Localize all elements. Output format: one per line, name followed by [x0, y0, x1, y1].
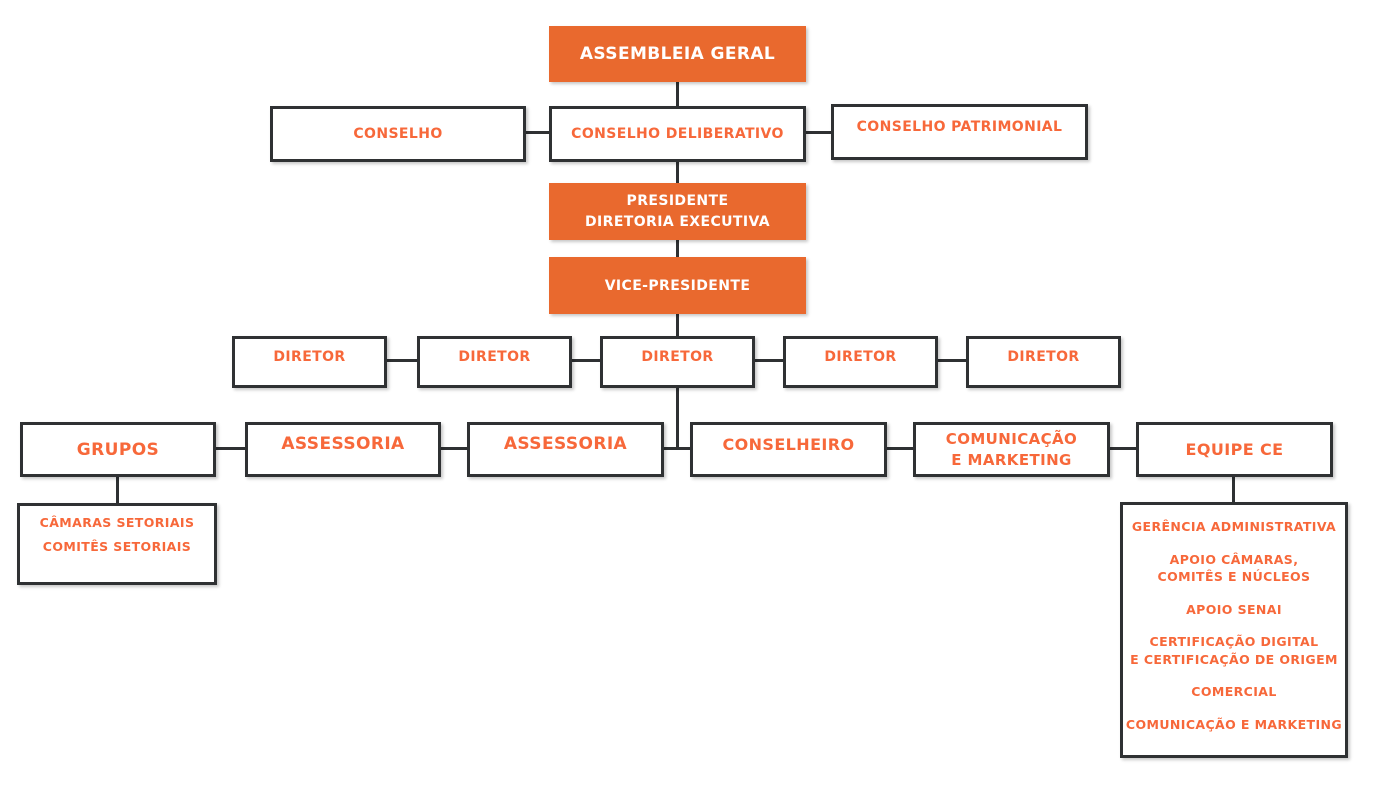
connector-assessoria1-assessoria2 [441, 447, 467, 450]
connector-diretor-row6 [676, 388, 679, 450]
connector-assembleia-deliberativo [676, 82, 679, 106]
node-grupos: GRUPOS [20, 422, 216, 477]
node-label-line1: PRESIDENTE [626, 192, 729, 209]
node-label: ASSESSORIA [281, 434, 405, 454]
node-vice-presidente: VICE-PRESIDENTE [549, 257, 806, 314]
node-label: ASSESSORIA [503, 434, 628, 454]
connector-conselho-deliberativo [526, 131, 549, 134]
node-conselho-patrimonial: CONSELHO PATRIMONIAL [831, 104, 1088, 160]
node-conselho-deliberativo: CONSELHO DELIBERATIVO [549, 106, 806, 162]
node-label: ASSEMBLEIA GERAL [579, 44, 776, 64]
connector-grupos-detalhes [116, 477, 119, 503]
node-label: DIRETOR [641, 349, 714, 365]
connector-diretor2-diretor3 [572, 359, 600, 362]
node-assessoria-2: ASSESSORIA [467, 422, 664, 477]
detail-apoio-camaras-comites-nucleos: APOIO CÂMARAS, COMITÊS E NÚCLEOS [1157, 551, 1311, 585]
node-conselho: CONSELHO [270, 106, 526, 162]
node-assessoria-1: ASSESSORIA [245, 422, 441, 477]
node-label: DIRETOR [824, 349, 897, 365]
node-label: CONSELHO [353, 126, 443, 142]
node-label: CONSELHO DELIBERATIVO [571, 126, 784, 142]
detail-comites-setoriais: COMITÊS SETORIAIS [42, 539, 192, 554]
node-label-line2: E MARKETING [951, 450, 1072, 469]
node-label: GRUPOS [76, 439, 160, 460]
detail-apoio-senai: APOIO SENAI [1186, 601, 1282, 617]
node-label: DIRETOR [273, 349, 346, 365]
connector-deliberativo-patrimonial [806, 131, 831, 134]
connector-diretor4-diretor5 [938, 359, 966, 362]
connector-conselheiro-comunicacao [887, 447, 913, 450]
node-diretor-3: DIRETOR [600, 336, 755, 388]
node-equipe-ce-detalhes: GERÊNCIA ADMINISTRATIVA APOIO CÂMARAS, C… [1120, 502, 1348, 758]
node-diretor-5: DIRETOR [966, 336, 1121, 388]
connector-deliberativo-presidente [676, 161, 679, 183]
node-grupos-detalhes: CÂMARAS SETORIAIS COMITÊS SETORIAIS [17, 503, 217, 585]
connector-presidente-vice [676, 239, 679, 257]
connector-grupos-assessoria1 [216, 447, 245, 450]
node-label: CONSELHO PATRIMONIAL [856, 119, 1063, 135]
node-diretor-4: DIRETOR [783, 336, 938, 388]
detail-camaras-setoriais: CÂMARAS SETORIAIS [39, 515, 195, 530]
detail-comunicacao-marketing: COMUNICAÇÃO E MARKETING [1125, 716, 1343, 732]
node-label: DIRETOR [1007, 349, 1080, 365]
node-equipe-ce: EQUIPE CE [1136, 422, 1333, 477]
detail-certificacao-digital-origem: CERTIFICAÇÃO DIGITAL E CERTIFICAÇÃO DE O… [1130, 634, 1338, 667]
connector-diretor3-diretor4 [755, 359, 783, 362]
node-diretor-1: DIRETOR [232, 336, 387, 388]
node-label-line2: DIRETORIA EXECUTIVA [585, 213, 770, 230]
node-label: EQUIPE CE [1185, 440, 1284, 459]
connector-vice-diretor [676, 313, 679, 336]
connector-assessoria2-conselheiro [664, 447, 690, 450]
node-label: CONSELHEIRO [722, 435, 855, 454]
connector-diretor1-diretor2 [387, 359, 417, 362]
detail-gerencia-administrativa: GERÊNCIA ADMINISTRATIVA [1131, 519, 1337, 534]
detail-comercial: COMERCIAL [1191, 684, 1277, 699]
node-comunicacao-marketing: COMUNICAÇÃO E MARKETING [913, 422, 1110, 477]
node-label: DIRETOR [458, 349, 531, 365]
connector-equipe-detalhes [1232, 477, 1235, 502]
node-presidente-diretoria-executiva: PRESIDENTE DIRETORIA EXECUTIVA [549, 183, 806, 240]
node-label: VICE-PRESIDENTE [604, 277, 751, 294]
node-label-line1: COMUNICAÇÃO [945, 430, 1078, 449]
node-conselheiro: CONSELHEIRO [690, 422, 887, 477]
node-diretor-2: DIRETOR [417, 336, 572, 388]
connector-comunicacao-equipe [1110, 447, 1136, 450]
node-assembleia-geral: ASSEMBLEIA GERAL [549, 26, 806, 82]
